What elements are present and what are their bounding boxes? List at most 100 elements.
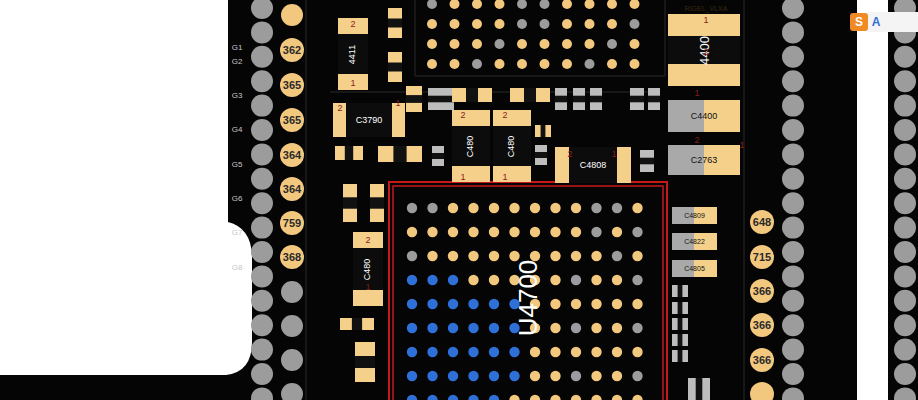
part-designator: C4808 bbox=[580, 161, 607, 170]
test-pad bbox=[750, 245, 774, 269]
solder-ball bbox=[571, 395, 581, 400]
solder-ball bbox=[550, 323, 560, 333]
solder-ball bbox=[489, 203, 499, 213]
test-pad bbox=[894, 314, 916, 336]
solder-ball bbox=[495, 39, 505, 49]
solder-ball bbox=[571, 227, 581, 237]
grid-label: G1 bbox=[232, 44, 243, 52]
solder-ball bbox=[571, 347, 581, 357]
pin-number: 2 bbox=[567, 150, 572, 159]
test-pad bbox=[894, 95, 916, 117]
smd-part bbox=[378, 146, 422, 162]
smd-body bbox=[428, 96, 442, 103]
test-pad bbox=[251, 192, 273, 214]
smd-part bbox=[590, 88, 602, 110]
smd-part bbox=[672, 318, 688, 330]
solder-ball bbox=[509, 371, 519, 381]
solder-ball bbox=[427, 39, 437, 49]
part-designator: C2763 bbox=[691, 156, 718, 165]
solder-ball bbox=[571, 203, 581, 213]
solder-ball bbox=[407, 203, 417, 213]
test-pad bbox=[894, 265, 916, 287]
solder-ball bbox=[612, 371, 622, 381]
test-pad bbox=[251, 290, 273, 312]
test-pad bbox=[251, 314, 273, 336]
test-pad bbox=[280, 245, 304, 269]
grid-label: G3 bbox=[232, 92, 243, 100]
pin-number: 1 bbox=[703, 16, 708, 25]
capacitor: C2763 bbox=[668, 145, 740, 175]
solder-ball bbox=[427, 19, 437, 29]
smd-body bbox=[393, 146, 406, 162]
solder-ball bbox=[562, 0, 572, 9]
solder-ball bbox=[427, 59, 437, 69]
solder-ball bbox=[448, 347, 458, 357]
smd-part bbox=[388, 8, 402, 38]
test-pad bbox=[281, 383, 303, 400]
solder-ball bbox=[591, 347, 601, 357]
solder-ball bbox=[612, 395, 622, 400]
solder-ball bbox=[540, 0, 550, 9]
solder-ball bbox=[591, 299, 601, 309]
part-designator: C480 bbox=[466, 135, 475, 157]
solder-ball bbox=[550, 227, 560, 237]
solder-ball bbox=[407, 323, 417, 333]
solder-ball bbox=[530, 347, 540, 357]
solder-ball bbox=[489, 395, 499, 400]
pin-number: 2 bbox=[502, 111, 507, 120]
solder-ball bbox=[448, 275, 458, 285]
smd-body bbox=[678, 318, 683, 330]
test-pad bbox=[782, 290, 804, 312]
test-pad bbox=[281, 349, 303, 371]
solder-ball bbox=[550, 371, 560, 381]
test-pad bbox=[281, 315, 303, 337]
solder-ball bbox=[612, 323, 622, 333]
ball-grid bbox=[407, 0, 643, 400]
test-pad bbox=[782, 143, 804, 165]
pin-number: 1 bbox=[739, 141, 744, 150]
grid-label: G4 bbox=[232, 126, 243, 134]
test-pad bbox=[894, 119, 916, 141]
solder-ball bbox=[448, 395, 458, 400]
pin-number: 1 bbox=[365, 283, 370, 292]
test-pad bbox=[782, 339, 804, 361]
test-pad bbox=[894, 290, 916, 312]
smd-part bbox=[432, 146, 444, 166]
test-pad bbox=[782, 265, 804, 287]
part-designator: C3790 bbox=[356, 116, 383, 125]
solder-ball bbox=[612, 203, 622, 213]
solder-ball bbox=[612, 299, 622, 309]
test-pad bbox=[782, 119, 804, 141]
solder-ball bbox=[427, 299, 437, 309]
capacitor: C4400 bbox=[668, 100, 740, 132]
solder-ball bbox=[571, 299, 581, 309]
board-cutout bbox=[857, 0, 888, 400]
smd-part bbox=[343, 184, 357, 222]
pin-number: 1 bbox=[460, 173, 465, 182]
smd-body bbox=[370, 197, 384, 208]
test-pad bbox=[782, 217, 804, 239]
solder-ball bbox=[571, 275, 581, 285]
solder-ball bbox=[562, 59, 572, 69]
solder-ball bbox=[632, 275, 642, 285]
pad-number: 715 bbox=[753, 252, 771, 263]
test-pad bbox=[251, 241, 273, 263]
smd-body bbox=[555, 96, 567, 103]
solder-ball bbox=[607, 59, 617, 69]
smd-body bbox=[388, 19, 402, 28]
test-pad bbox=[782, 387, 804, 400]
capacitor: C4822 bbox=[672, 233, 717, 250]
solder-ball bbox=[591, 371, 601, 381]
test-pad bbox=[894, 168, 916, 190]
test-pad bbox=[750, 382, 774, 400]
smd-part bbox=[535, 125, 551, 137]
solder-ball bbox=[632, 251, 642, 261]
test-pad bbox=[280, 38, 304, 62]
part-designator: C4805 bbox=[684, 265, 705, 272]
solder-ball bbox=[530, 395, 540, 400]
capacitor: C4805 bbox=[672, 260, 717, 277]
smd-body bbox=[648, 96, 660, 103]
solder-ball bbox=[632, 395, 642, 400]
test-pad bbox=[280, 108, 304, 132]
pad-number: 366 bbox=[753, 355, 771, 366]
